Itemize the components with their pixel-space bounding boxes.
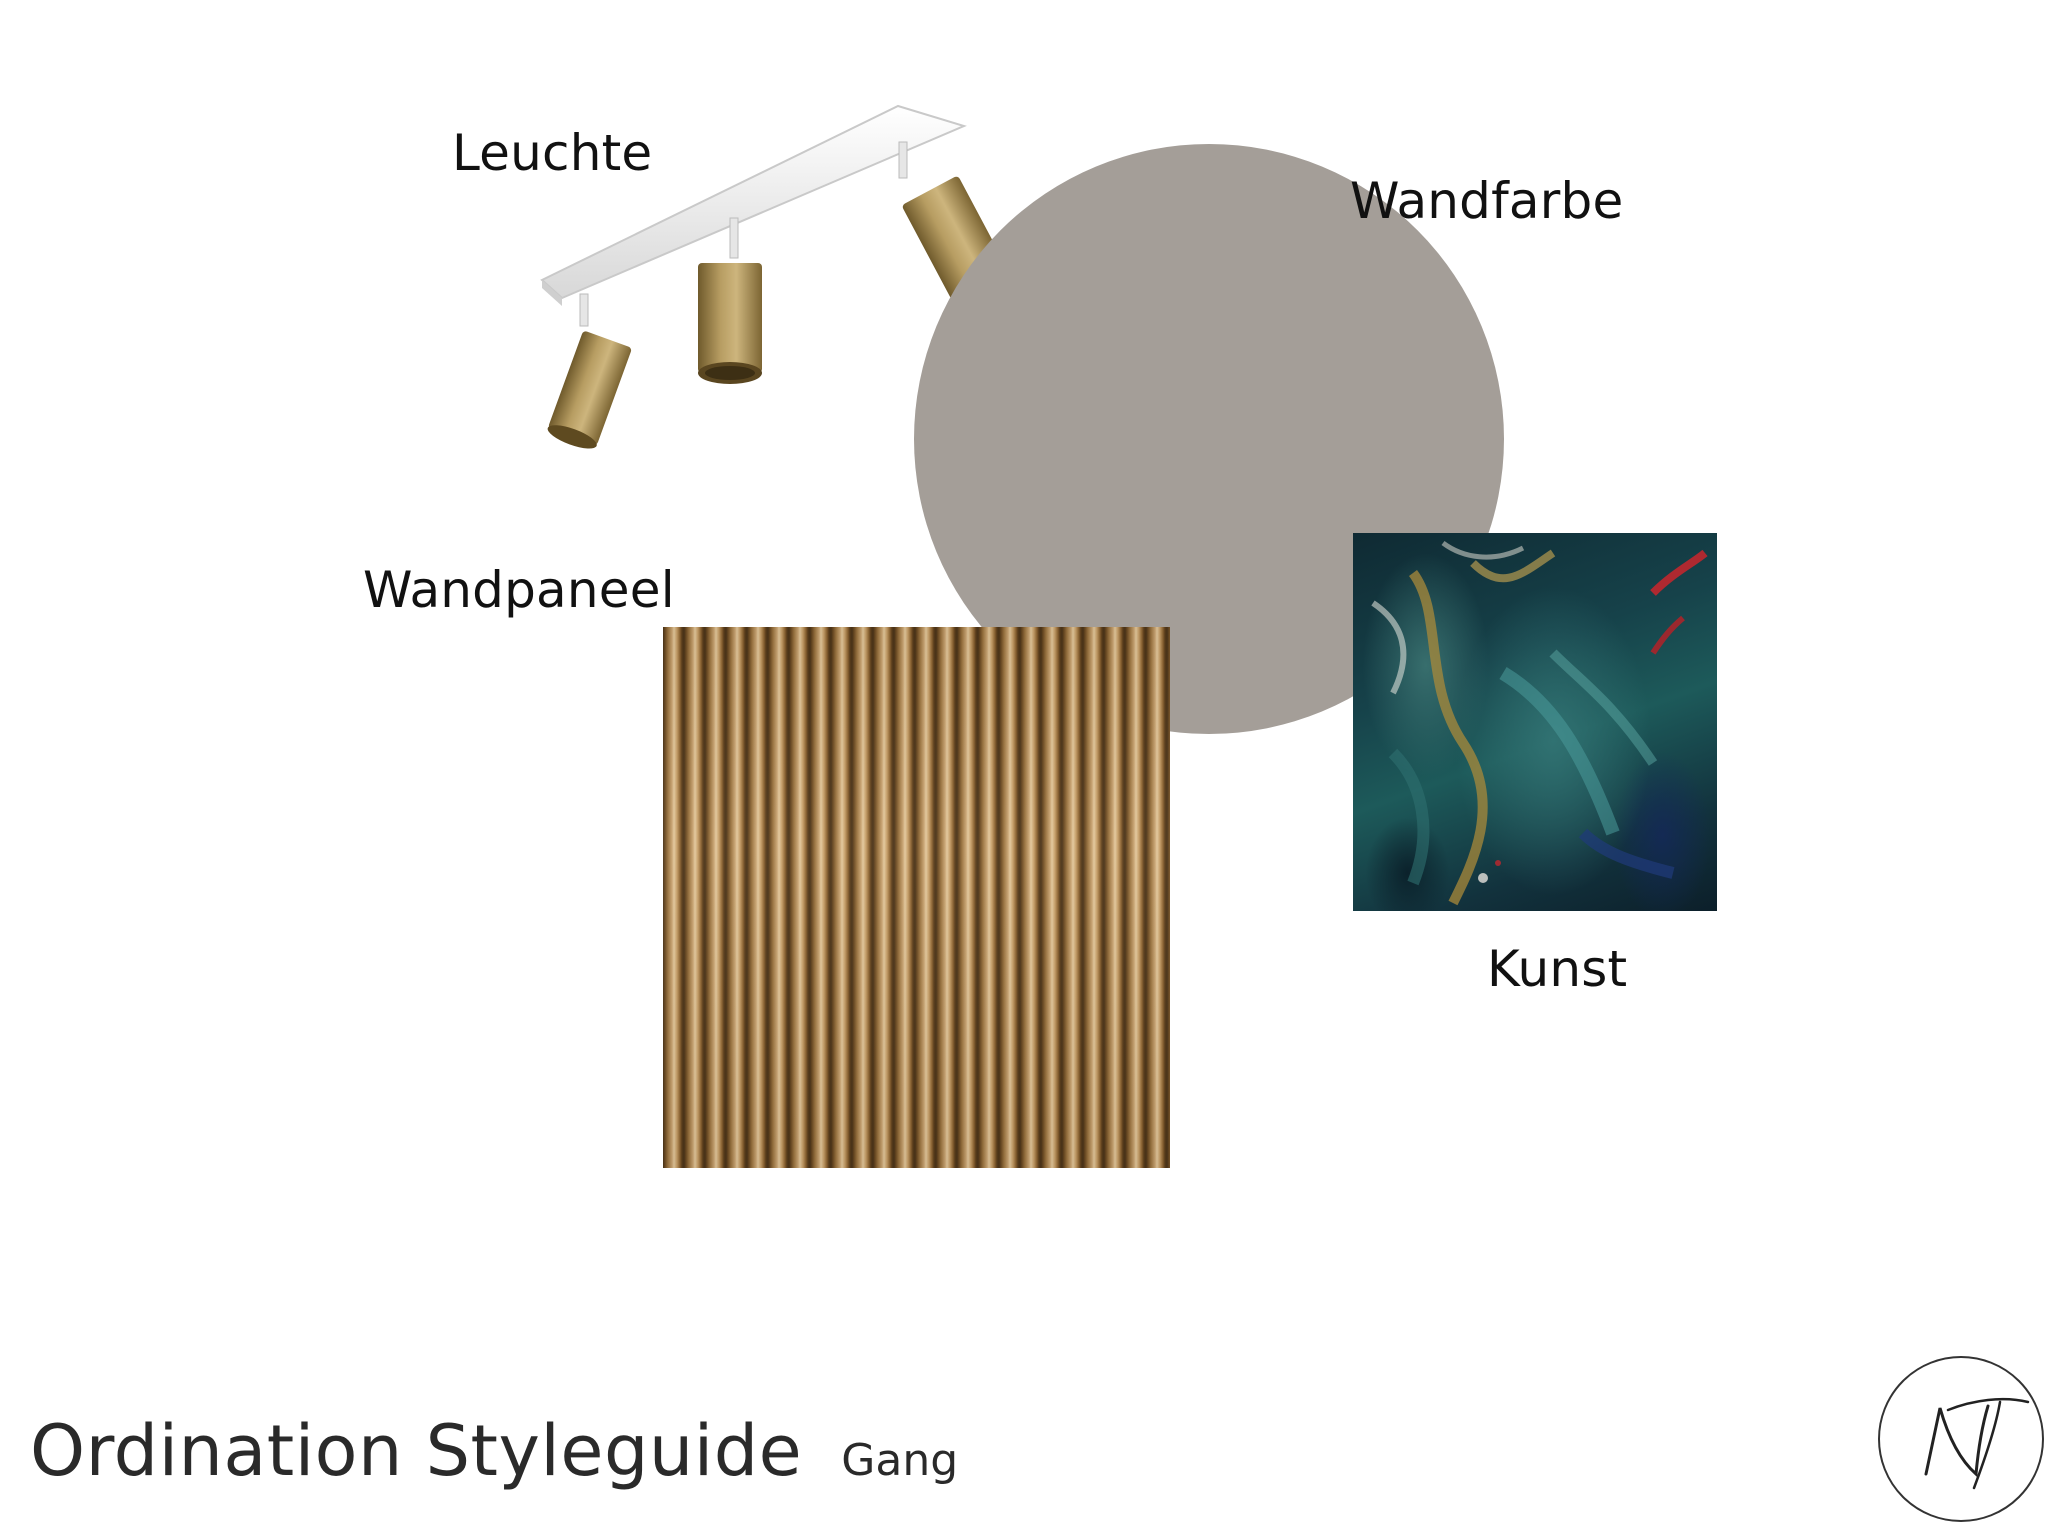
label-wandpaneel: Wandpaneel xyxy=(363,561,675,619)
label-wandfarbe: Wandfarbe xyxy=(1350,172,1624,230)
artwork-image xyxy=(1353,533,1717,911)
title-block: Ordination Styleguide Gang xyxy=(30,1410,958,1492)
label-kunst: Kunst xyxy=(1487,940,1628,998)
label-leuchte: Leuchte xyxy=(452,124,653,182)
brand-logo xyxy=(1878,1356,2044,1522)
monogram-logo-icon xyxy=(1924,1397,2030,1490)
wall-panel-wood-slat-image xyxy=(663,627,1170,1168)
logo-circle xyxy=(1878,1356,2044,1522)
page-title: Ordination Styleguide xyxy=(30,1410,803,1492)
page-subtitle: Gang xyxy=(841,1435,959,1486)
